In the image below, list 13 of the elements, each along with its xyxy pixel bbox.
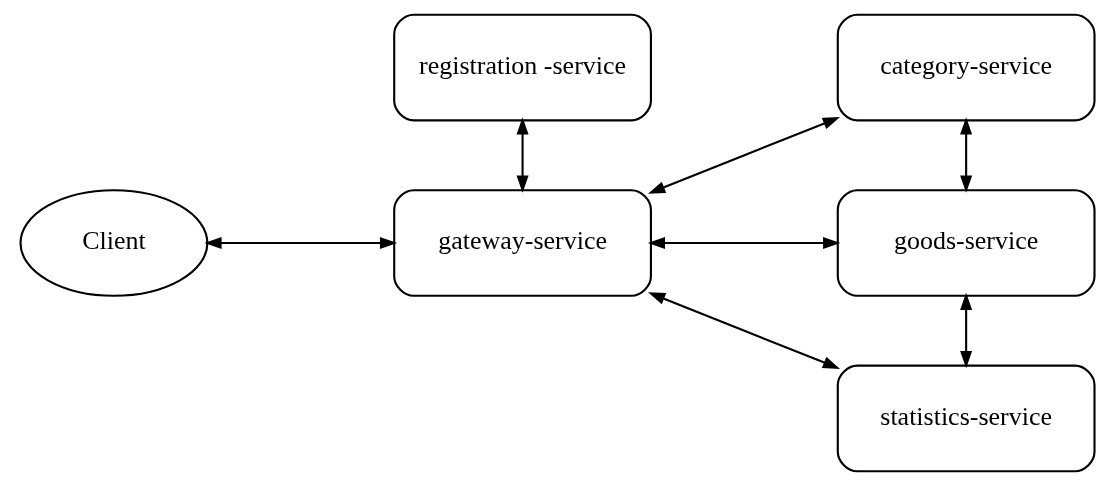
arrow: [960, 117, 973, 193]
node-ellipse: Client: [19, 189, 209, 297]
arrow: [960, 292, 973, 369]
arrow: [647, 236, 841, 250]
arrow: [648, 117, 841, 194]
node-box: statistics-service: [836, 364, 1096, 473]
arrow: [516, 117, 529, 193]
node-box: gateway-service: [393, 189, 652, 297]
node-box: goods-service: [836, 189, 1096, 297]
arrow: [204, 236, 398, 250]
node-box: registration -service: [393, 13, 652, 122]
node-box: category-service: [836, 13, 1096, 122]
arrow: [648, 292, 841, 369]
